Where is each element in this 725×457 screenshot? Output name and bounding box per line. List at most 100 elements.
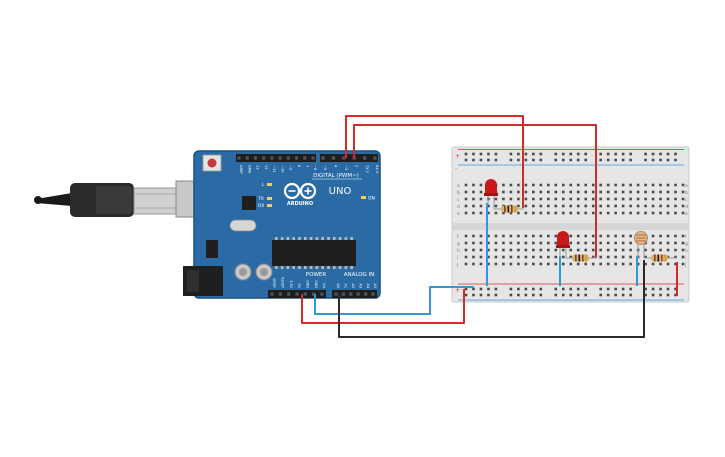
breadboard-hole[interactable] [636, 262, 640, 266]
breadboard-hole[interactable] [509, 183, 513, 187]
breadboard-hole[interactable] [509, 211, 513, 215]
breadboard-hole[interactable] [569, 255, 573, 259]
breadboard-hole[interactable] [487, 241, 490, 245]
breadboard-hole[interactable] [644, 190, 647, 194]
breadboard-hole[interactable] [614, 248, 617, 252]
breadboard-hole[interactable] [651, 211, 655, 215]
breadboard-hole[interactable] [629, 204, 632, 208]
wires[interactable] [301, 115, 678, 338]
breadboard-hole[interactable] [614, 255, 617, 259]
breadboard-hole[interactable] [547, 211, 550, 215]
breadboard-hole[interactable] [606, 158, 610, 162]
breadboard-hole[interactable] [524, 152, 528, 156]
breadboard-hole[interactable] [606, 152, 610, 156]
breadboard-hole[interactable] [666, 183, 670, 187]
breadboard-hole[interactable] [479, 158, 483, 162]
analog-pin-hole[interactable] [334, 292, 338, 296]
breadboard-hole[interactable] [464, 287, 468, 291]
breadboard-hole[interactable] [666, 197, 670, 201]
breadboard-hole[interactable] [524, 183, 528, 187]
breadboard-hole[interactable] [584, 211, 588, 215]
breadboard-hole[interactable] [584, 262, 588, 266]
breadboard-hole[interactable] [644, 293, 647, 297]
breadboard-hole[interactable] [674, 183, 677, 187]
breadboard-hole[interactable] [651, 183, 655, 187]
breadboard-hole[interactable] [517, 152, 520, 156]
breadboard-hole[interactable] [651, 197, 655, 201]
breadboard-hole[interactable] [509, 234, 513, 238]
power-pin-hole[interactable] [312, 292, 316, 296]
breadboard-hole[interactable] [532, 255, 535, 259]
breadboard-hole[interactable] [621, 241, 625, 245]
breadboard-hole[interactable] [517, 241, 520, 245]
breadboard-hole[interactable] [524, 190, 528, 194]
breadboard-hole[interactable] [591, 255, 595, 259]
digital-pin-hole[interactable] [342, 156, 346, 160]
breadboard-hole[interactable] [561, 197, 565, 201]
breadboard-hole[interactable] [524, 287, 528, 291]
breadboard-hole[interactable] [599, 241, 602, 245]
breadboard-hole[interactable] [502, 234, 505, 238]
breadboard-hole[interactable] [517, 234, 520, 238]
breadboard-hole[interactable] [464, 234, 468, 238]
breadboard-hole[interactable] [659, 158, 662, 162]
breadboard-hole[interactable] [509, 241, 513, 245]
breadboard-hole[interactable] [464, 293, 468, 297]
breadboard-hole[interactable] [494, 255, 498, 259]
breadboard-hole[interactable] [584, 241, 588, 245]
digital-pin-hole[interactable] [321, 156, 325, 160]
breadboard-hole[interactable] [524, 262, 528, 266]
digital-pin-hole[interactable] [262, 156, 266, 160]
breadboard-hole[interactable] [509, 190, 513, 194]
breadboard-hole[interactable] [479, 152, 483, 156]
breadboard-hole[interactable] [584, 204, 588, 208]
digital-pin-hole[interactable] [352, 156, 356, 160]
breadboard-hole[interactable] [554, 293, 558, 297]
breadboard-hole[interactable] [561, 211, 565, 215]
breadboard-hole[interactable] [599, 287, 602, 291]
breadboard-hole[interactable] [606, 183, 610, 187]
breadboard-hole[interactable] [554, 152, 558, 156]
breadboard-hole[interactable] [479, 211, 483, 215]
breadboard-hole[interactable] [569, 197, 573, 201]
breadboard-hole[interactable] [629, 287, 632, 291]
breadboard-hole[interactable] [494, 293, 498, 297]
breadboard-hole[interactable] [644, 262, 647, 266]
breadboard-hole[interactable] [584, 234, 588, 238]
breadboard-hole[interactable] [659, 190, 662, 194]
breadboard-hole[interactable] [666, 158, 670, 162]
breadboard-hole[interactable] [599, 158, 602, 162]
breadboard-hole[interactable] [554, 248, 558, 252]
breadboard-hole[interactable] [539, 190, 543, 194]
breadboard-hole[interactable] [674, 248, 677, 252]
breadboard-hole[interactable] [502, 241, 505, 245]
breadboard-hole[interactable] [532, 190, 535, 194]
breadboard-hole[interactable] [659, 204, 662, 208]
breadboard-hole[interactable] [614, 183, 617, 187]
breadboard-hole[interactable] [554, 183, 558, 187]
breadboard-hole[interactable] [532, 197, 535, 201]
digital-pin-hole[interactable] [303, 156, 307, 160]
breadboard-hole[interactable] [584, 197, 588, 201]
breadboard-hole[interactable] [621, 211, 625, 215]
breadboard-hole[interactable] [636, 211, 640, 215]
breadboard-hole[interactable] [644, 197, 647, 201]
breadboard-hole[interactable] [569, 211, 573, 215]
breadboard-hole[interactable] [606, 255, 610, 259]
power-pin-hole[interactable] [287, 292, 291, 296]
breadboard-hole[interactable] [621, 234, 625, 238]
digital-header-right[interactable] [320, 154, 378, 162]
breadboard-hole[interactable] [576, 234, 580, 238]
breadboard-hole[interactable] [681, 248, 685, 252]
breadboard-hole[interactable] [576, 287, 580, 291]
breadboard-hole[interactable] [576, 158, 580, 162]
breadboard-hole[interactable] [576, 241, 580, 245]
breadboard-hole[interactable] [502, 211, 505, 215]
breadboard-hole[interactable] [629, 234, 632, 238]
breadboard-hole[interactable] [532, 287, 535, 291]
breadboard-hole[interactable] [681, 255, 685, 259]
breadboard-hole[interactable] [472, 190, 475, 194]
breadboard-hole[interactable] [659, 287, 662, 291]
breadboard-hole[interactable] [599, 234, 602, 238]
breadboard-hole[interactable] [674, 262, 677, 266]
